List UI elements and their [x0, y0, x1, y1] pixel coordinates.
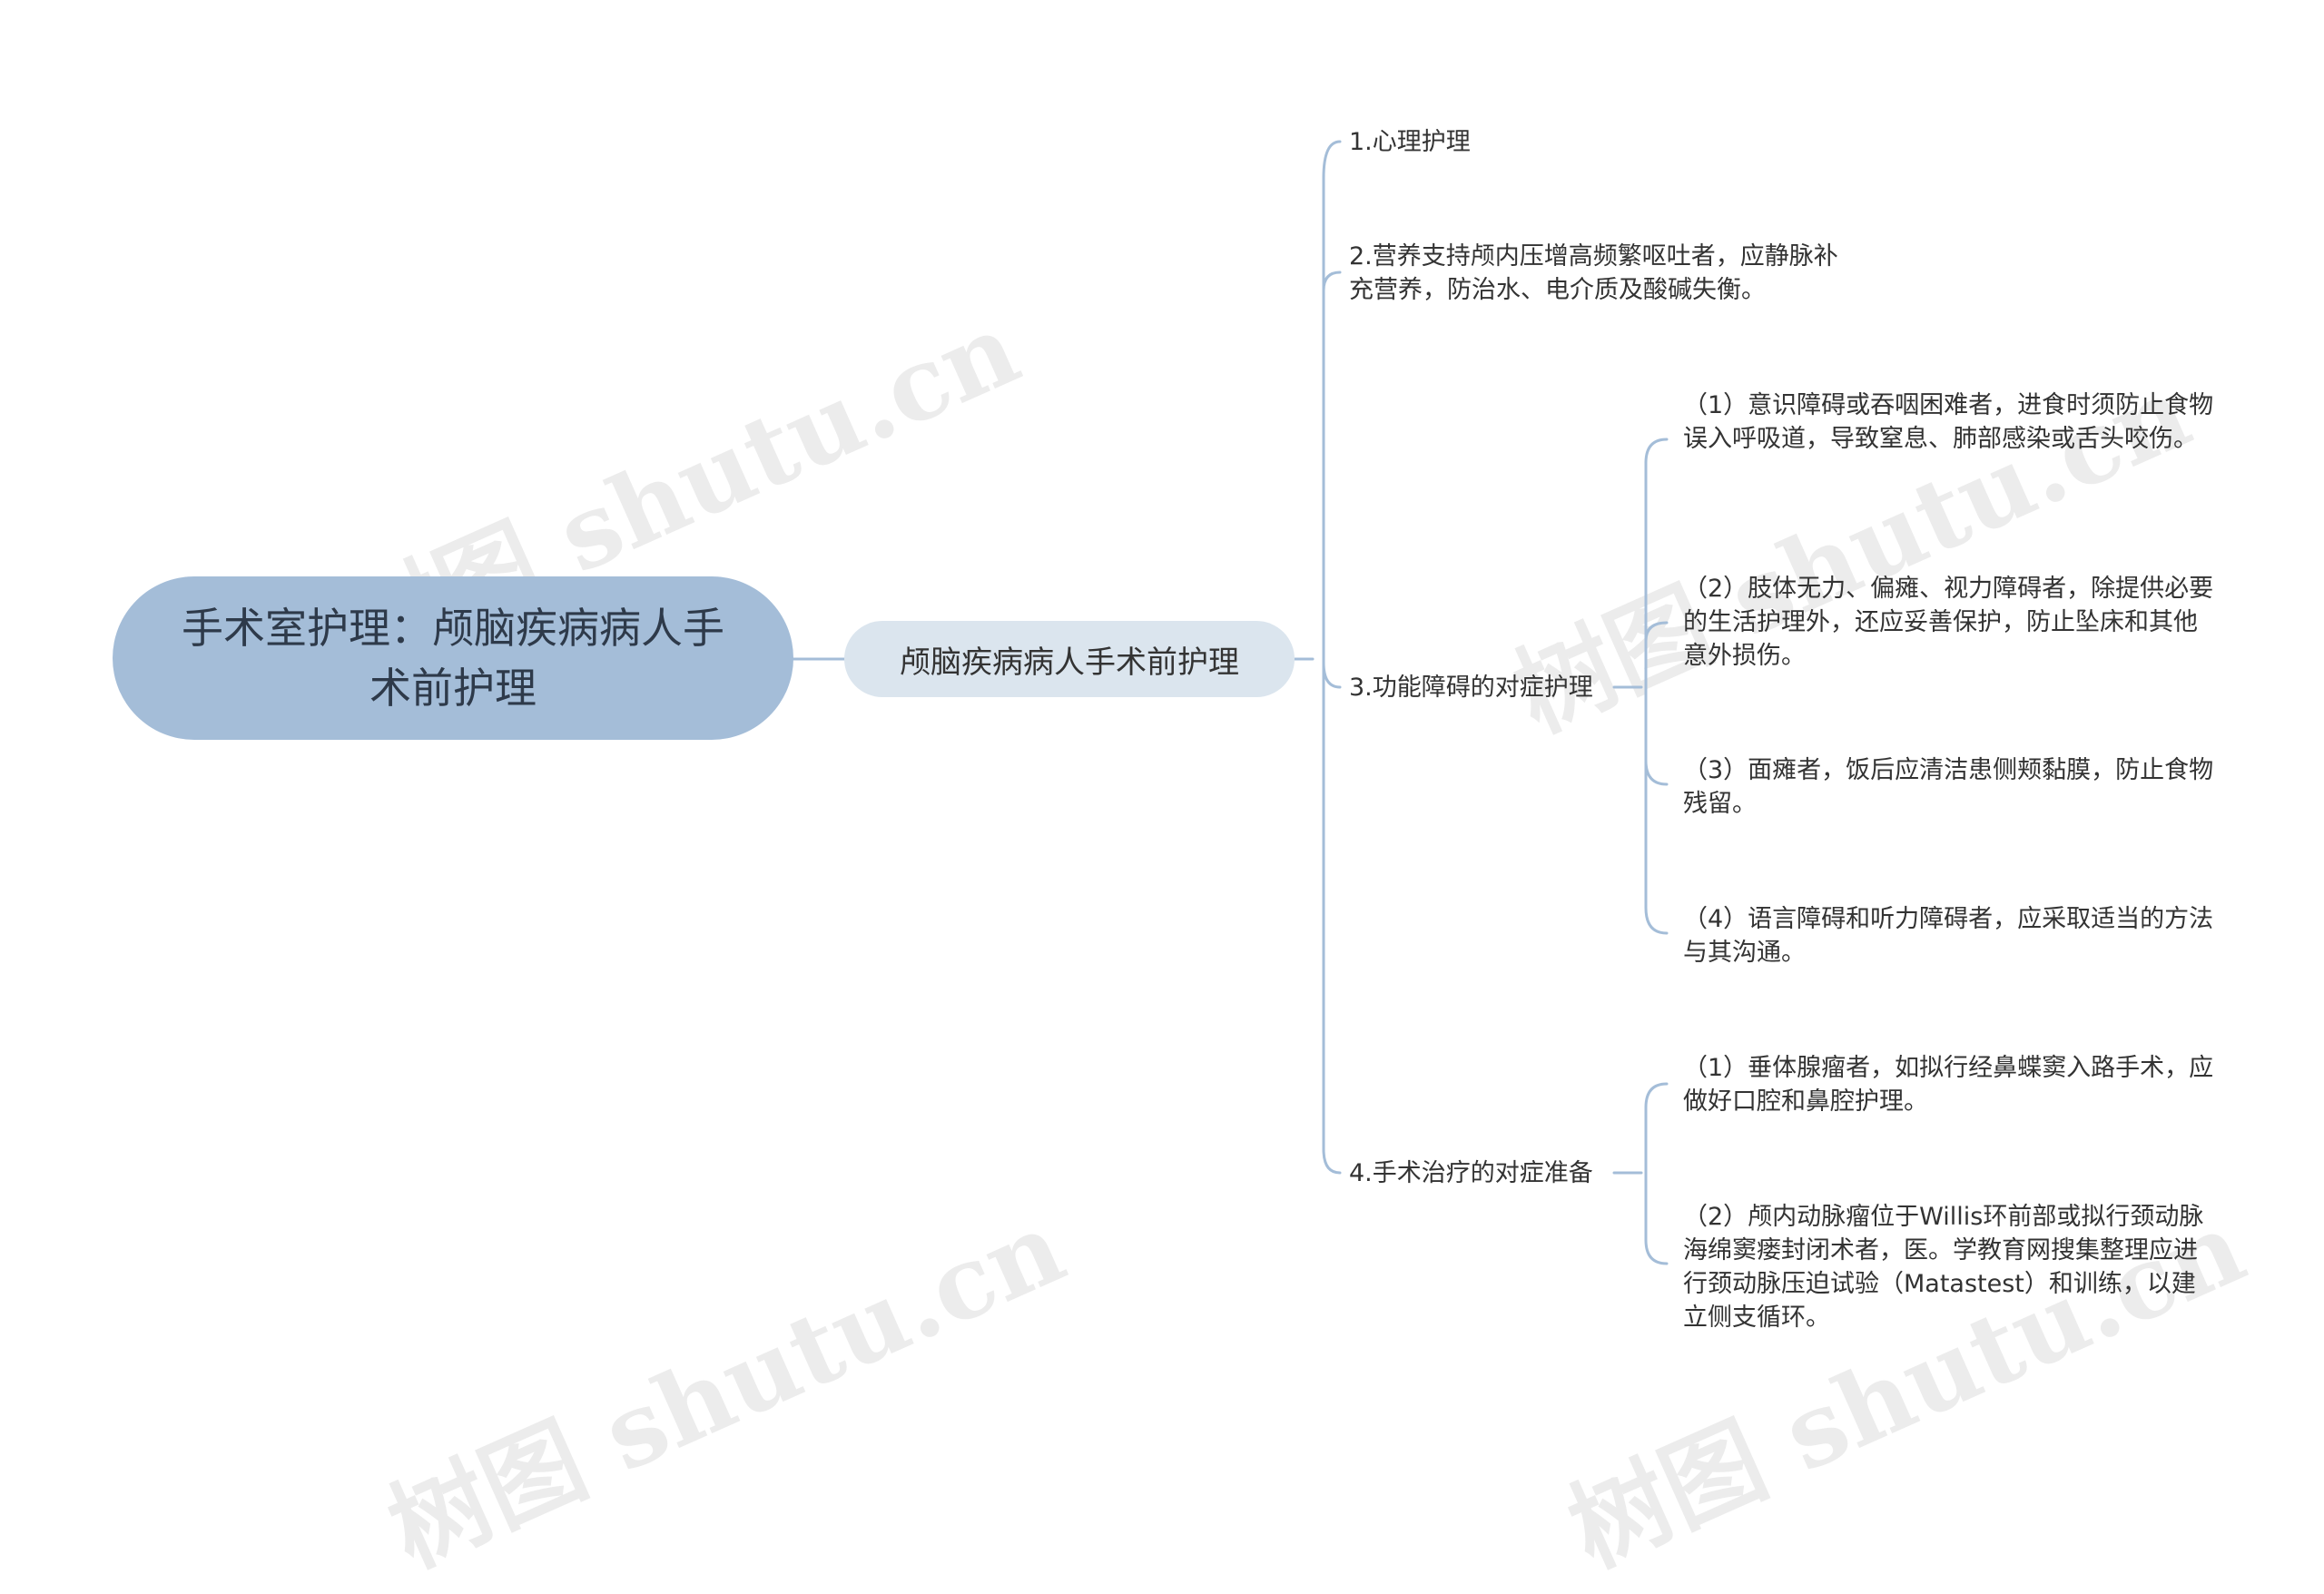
leaf-4-2[interactable]: （2）颅内动脉瘤位于Willis环前部或拟行颈动脉海绵窦瘘封闭术者，医。学教育网… [1683, 1203, 2204, 1332]
connector-lines [792, 140, 1669, 1265]
root-node-label: 手术室护理：颅脑疾病病人手术前护理 [182, 604, 724, 713]
connector-topic-2 [1322, 271, 1342, 292]
connector-leaf-3-2 [1644, 621, 1669, 643]
connector-group-4 [1644, 1082, 1669, 1265]
topic-2-line-2: 充营养，防治水、电介质及酸碱失衡。 [1349, 276, 1766, 304]
topic-3[interactable]: 3.功能障碍的对症护理 [1349, 674, 1593, 702]
leaf-3-1[interactable]: （1）意识障碍或吞咽困难者，进食时须防止食物误入呼吸道，导致窒息、肺部感染或舌头… [1683, 391, 2214, 453]
leaf-3-3[interactable]: （3）面瘫者，饭后应清洁患侧颊黏膜，防止食物残留。 [1683, 756, 2214, 818]
topic-4[interactable]: 4.手术治疗的对症准备 [1349, 1159, 1593, 1187]
connector-spine [1322, 140, 1342, 1175]
topic-2[interactable]: 2.营养支持颅内压增高频繁呕吐者，应静脉补 充营养，防治水、电介质及酸碱失衡。 [1349, 240, 1838, 307]
leaf-3-4[interactable]: （4）语言障碍和听力障碍者，应采取适当的方法与其沟通。 [1683, 905, 2214, 967]
root-node[interactable]: 手术室护理：颅脑疾病病人手术前护理 [113, 576, 793, 740]
mindmap-canvas: 树图 shutu.cn 树图 shutu.cn 树图 shutu.cn 树图 s… [113, 128, 2260, 1589]
topic-2-line-1: 2.营养支持颅内压增高频繁呕吐者，应静脉补 [1349, 242, 1838, 271]
main-branch-label: 颅脑疾病病人手术前护理 [900, 644, 1239, 681]
leaf-4-1[interactable]: （1）垂体腺瘤者，如拟行经鼻蝶窦入路手术，应做好口腔和鼻腔护理。 [1683, 1054, 2214, 1116]
connector-group-3 [1644, 438, 1669, 935]
leaf-3-2[interactable]: （2）肢体无力、偏瘫、视力障碍者，除提供必要的生活护理外，还应妥善保护，防止坠床… [1683, 575, 2214, 670]
topic-1[interactable]: 1.心理护理 [1349, 128, 1471, 156]
connector-topic-3 [1322, 661, 1342, 689]
main-branch-node[interactable]: 颅脑疾病病人手术前护理 [844, 621, 1295, 697]
connector-leaf-3-3 [1644, 759, 1669, 786]
